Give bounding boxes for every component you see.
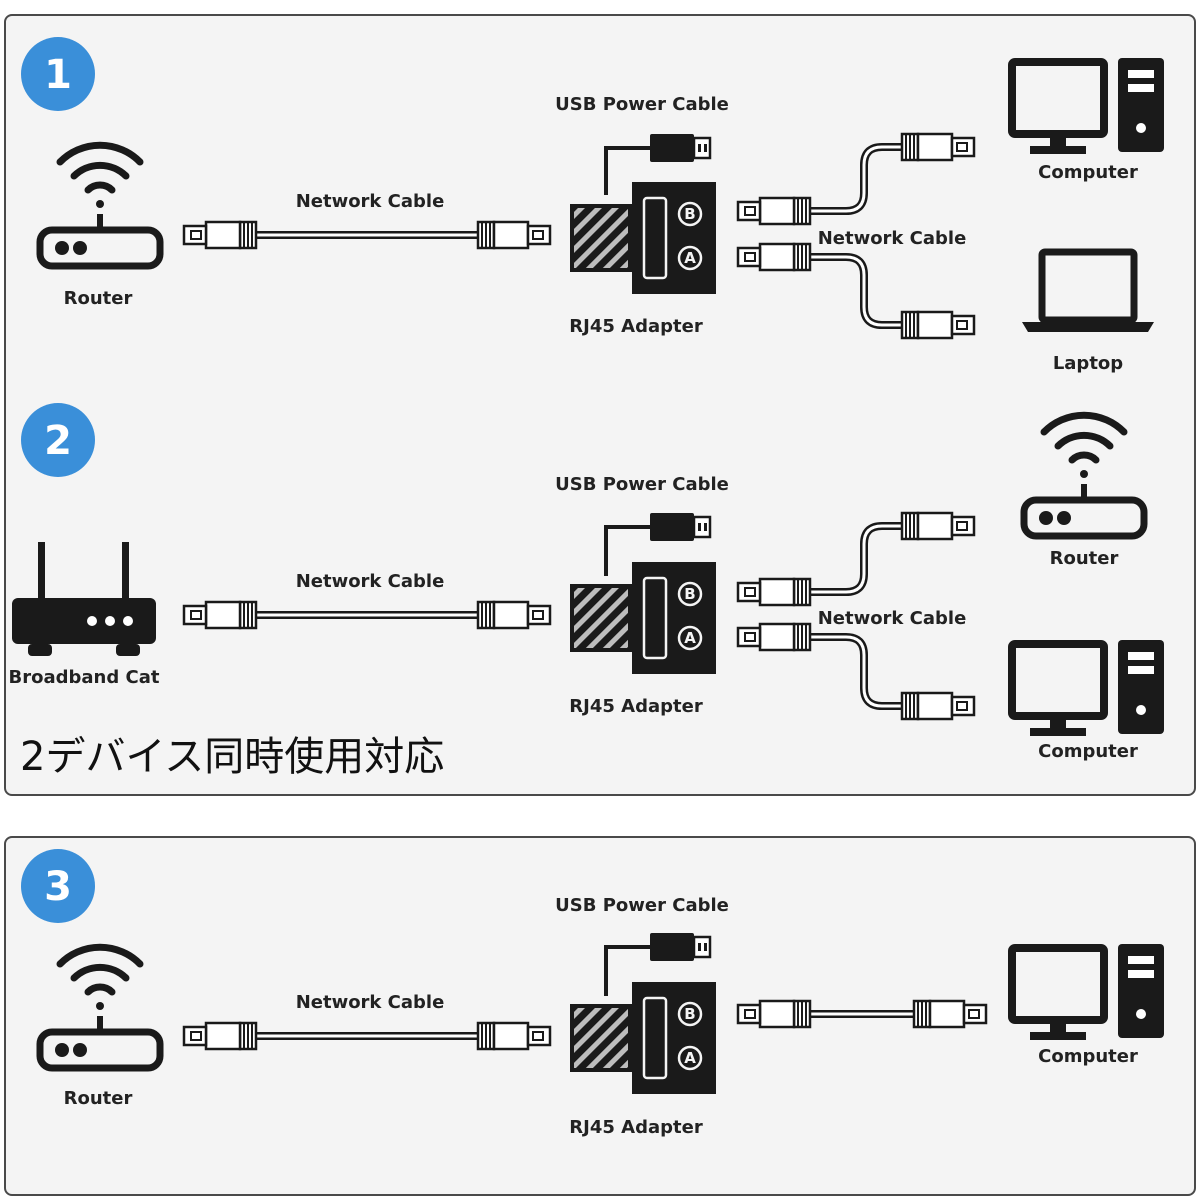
usb-power-cable-3 — [604, 931, 712, 996]
computer-icon — [1012, 944, 1164, 1040]
adapter-label-2: RJ45 Adapter — [569, 696, 703, 717]
step-number-1: 1 — [44, 52, 72, 98]
adapter-label-3: RJ45 Adapter — [569, 1117, 703, 1138]
step-badge-3 — [21, 849, 95, 923]
usb-power-cable-label-3: USB Power Cable — [555, 895, 729, 916]
step-badge-2 — [21, 403, 95, 477]
step-number-2: 2 — [44, 418, 72, 464]
caption-text: 2デバイス同時使用対応 — [20, 734, 444, 780]
laptop-icon — [1022, 252, 1154, 332]
network-cable-out-3 — [736, 999, 988, 1029]
computer-icon — [1012, 640, 1164, 736]
port-b-1: B — [684, 205, 695, 223]
source-label-2: Broadband Cat — [9, 667, 160, 688]
target-label-3a: Computer — [1038, 1046, 1138, 1067]
router-icon — [1024, 415, 1144, 536]
rj45-adapter-3 — [568, 980, 718, 1096]
router-icon — [40, 145, 160, 266]
network-cable-out-label-1: Network Cable — [818, 228, 967, 249]
network-cable-label-1: Network Cable — [296, 191, 445, 212]
network-cable-label-3: Network Cable — [296, 992, 445, 1013]
scenario-1: 1 Router Network Cable USB Power Cable B… — [21, 37, 1164, 374]
port-a-2: A — [684, 629, 696, 647]
router-icon — [40, 947, 160, 1068]
usb-power-cable-1 — [604, 132, 712, 195]
step-number-3: 3 — [44, 864, 72, 910]
step-badge-1 — [21, 37, 95, 111]
usb-power-cable-label-1: USB Power Cable — [555, 94, 729, 115]
usb-power-cable-2 — [604, 511, 712, 576]
broadband-modem-icon — [12, 542, 156, 656]
adapter-label-1: RJ45 Adapter — [569, 316, 703, 337]
port-a-3: A — [684, 1049, 696, 1067]
scenario-3: 3 Router Network Cable USB Power Cable B… — [21, 849, 1164, 1138]
network-cable-in-3 — [182, 1021, 552, 1051]
network-cable-out-1 — [736, 132, 976, 340]
network-cable-label-2: Network Cable — [296, 571, 445, 592]
target-label-1b: Laptop — [1053, 353, 1123, 374]
target-label-2a: Router — [1050, 548, 1119, 569]
source-label-1: Router — [64, 288, 133, 309]
rj45-adapter-1 — [568, 180, 718, 296]
target-label-2b: Computer — [1038, 741, 1138, 762]
port-b-2: B — [684, 585, 695, 603]
network-cable-in-1 — [182, 220, 552, 250]
target-label-1a: Computer — [1038, 162, 1138, 183]
top-panel — [4, 14, 1196, 796]
network-cable-in-2 — [182, 600, 552, 630]
usb-power-cable-label-2: USB Power Cable — [555, 474, 729, 495]
rj45-adapter-2 — [568, 560, 718, 676]
computer-icon — [1012, 58, 1164, 154]
source-label-3: Router — [64, 1088, 133, 1109]
network-cable-out-label-2: Network Cable — [818, 608, 967, 629]
scenario-2: 2 Broadband Cat Network Cable USB Power … — [9, 403, 1164, 762]
port-a-1: A — [684, 249, 696, 267]
network-cable-out-2 — [736, 511, 976, 721]
port-b-3: B — [684, 1005, 695, 1023]
